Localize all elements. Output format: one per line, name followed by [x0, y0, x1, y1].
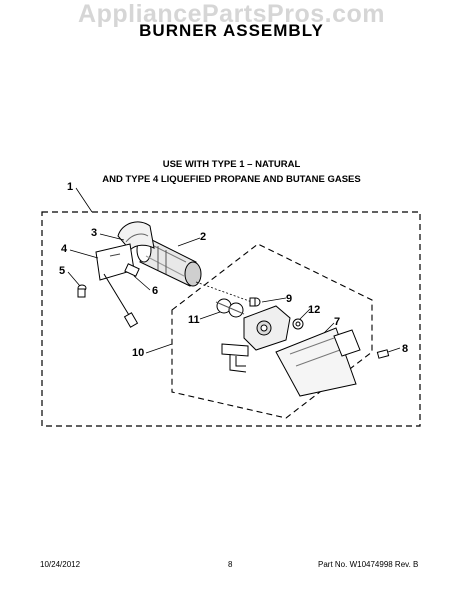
callout-2: 2 — [200, 231, 206, 243]
callout-8: 8 — [402, 343, 408, 355]
orifice-drawing — [249, 297, 261, 307]
callout-leaders — [67, 187, 401, 354]
callout-9: 9 — [286, 293, 292, 305]
assembly-boundary — [41, 211, 421, 427]
callout-1: 1 — [67, 181, 73, 193]
callout-3: 3 — [91, 227, 97, 239]
valve-subassembly-boundary — [171, 243, 373, 419]
valve-bracket-drawing — [275, 327, 361, 397]
callout-7: 7 — [334, 316, 340, 328]
callout-4: 4 — [61, 243, 68, 255]
gas-valve-drawing — [221, 305, 291, 373]
watermark: AppliancePartsPros.com — [78, 0, 385, 28]
subtitle-line-2: AND TYPE 4 LIQUEFIED PROPANE AND BUTANE … — [102, 174, 361, 185]
callout-6: 6 — [152, 285, 158, 297]
footer-part-number: Part No. W10474998 Rev. B — [318, 560, 419, 569]
callout-10: 10 — [132, 347, 144, 359]
screw-8-drawing — [376, 349, 390, 359]
screw-5-drawing — [77, 284, 87, 298]
footer-page-number: 8 — [228, 560, 233, 569]
flame-spreader-drawing — [117, 221, 155, 251]
igniter-bracket-drawing — [95, 243, 135, 281]
valve-coils-drawing — [215, 298, 245, 318]
page-title: BURNER ASSEMBLY — [139, 21, 324, 40]
subtitle-line-1: USE WITH TYPE 1 – NATURAL — [162, 159, 301, 170]
footer-date: 10/24/2012 — [40, 560, 81, 569]
fitting-drawing — [292, 318, 304, 330]
callout-5: 5 — [59, 265, 65, 277]
orifice-leader-line — [195, 281, 253, 303]
callout-12: 12 — [308, 304, 320, 316]
callout-11: 11 — [188, 314, 200, 326]
igniter-drawing — [103, 263, 140, 328]
